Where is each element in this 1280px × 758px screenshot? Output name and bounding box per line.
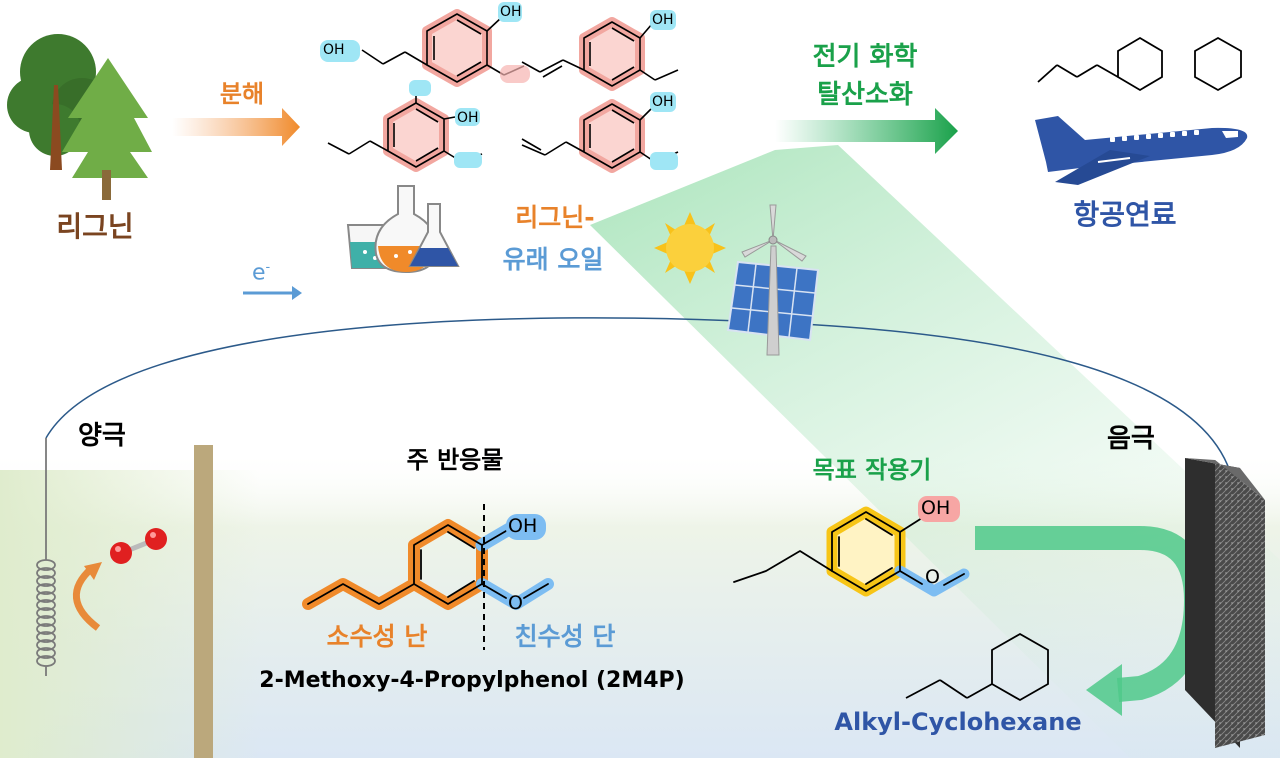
curved-arrow-head (84, 562, 102, 580)
atom-oh: OH (652, 12, 674, 28)
molecule-cyclohexane (1194, 36, 1242, 92)
atom-oh: OH (921, 497, 951, 519)
molecule-alkylcyclohexane (905, 632, 1049, 702)
molecule-isoeugenol (521, 17, 679, 91)
atom-o: O (925, 566, 940, 588)
label-electrochem-2: 탈산소화 (817, 80, 913, 110)
label-cathode: 음극 (1107, 424, 1155, 454)
atom-oh: OH (457, 110, 479, 126)
oh-highlight (650, 92, 676, 112)
curved-arrow-icon (73, 565, 101, 631)
label-lignin-oil-2: 유래 오일 (502, 245, 604, 274)
label-target-group: 목표 작용기 (812, 456, 932, 484)
oxygen-molecule-icon (110, 528, 167, 564)
flask-icon (346, 185, 460, 274)
methoxy-highlight (454, 152, 482, 168)
methoxy-highlight (409, 80, 431, 96)
label-aviation-fuel: 항공연료 (1073, 198, 1177, 231)
tree-icon (7, 34, 152, 200)
label-decomposition: 분해 (219, 80, 265, 108)
molecule-syringylpropane (327, 88, 483, 172)
cathode-electrode (1185, 458, 1265, 748)
label-anode: 양극 (78, 421, 126, 451)
wind-turbine-icon (741, 204, 807, 356)
label-electrochem-1: 전기 화학 (812, 42, 918, 72)
electron-symbol: e (252, 260, 266, 286)
atom-oh: OH (323, 42, 345, 58)
decomposition-arrow (172, 108, 300, 146)
molecule-dihydroconiferyl-alcohol (361, 9, 525, 87)
label-electron: e- (252, 260, 270, 285)
atom-oh: OH (652, 94, 674, 110)
transformation-arrow-head (1086, 664, 1122, 716)
label-lignin-oil-1: 리그닌- (515, 203, 595, 232)
atom-o: O (508, 592, 523, 614)
label-reactant-name: 2-Methoxy-4-Propylphenol (2M4P) (259, 668, 685, 693)
molecule-propylcyclohexane-top (1037, 36, 1163, 92)
label-main-reactant: 주 반응물 (406, 446, 504, 474)
methoxy-highlight (500, 65, 530, 83)
label-product: Alkyl-Cyclohexane (834, 708, 1082, 736)
electron-charge: - (265, 260, 271, 275)
circuit-wire (45, 317, 1233, 479)
sun-icon (654, 212, 726, 284)
label-lignin: 리그닌 (56, 210, 134, 243)
oh-highlight (320, 40, 360, 62)
atom-oh: OH (508, 515, 538, 537)
methoxy-highlight (650, 152, 678, 170)
molecule-target-group (733, 506, 970, 597)
oh-highlight (506, 514, 546, 540)
airplane-icon (1035, 116, 1248, 185)
membrane (194, 445, 213, 758)
oh-highlight (918, 496, 960, 522)
atom-oh: OH (500, 4, 522, 20)
molecule-eugenol (521, 99, 679, 173)
electron-arrow (243, 286, 302, 300)
label-hydrophobic: 소수성 난 (326, 622, 428, 651)
anode-region (0, 470, 260, 758)
oh-highlight (498, 2, 522, 22)
label-hydrophilic: 친수성 단 (514, 622, 616, 651)
oh-highlight (455, 108, 480, 126)
electrochem-arrow (775, 108, 958, 154)
coil-electrode-icon (36, 438, 56, 676)
oh-highlight (650, 10, 676, 30)
